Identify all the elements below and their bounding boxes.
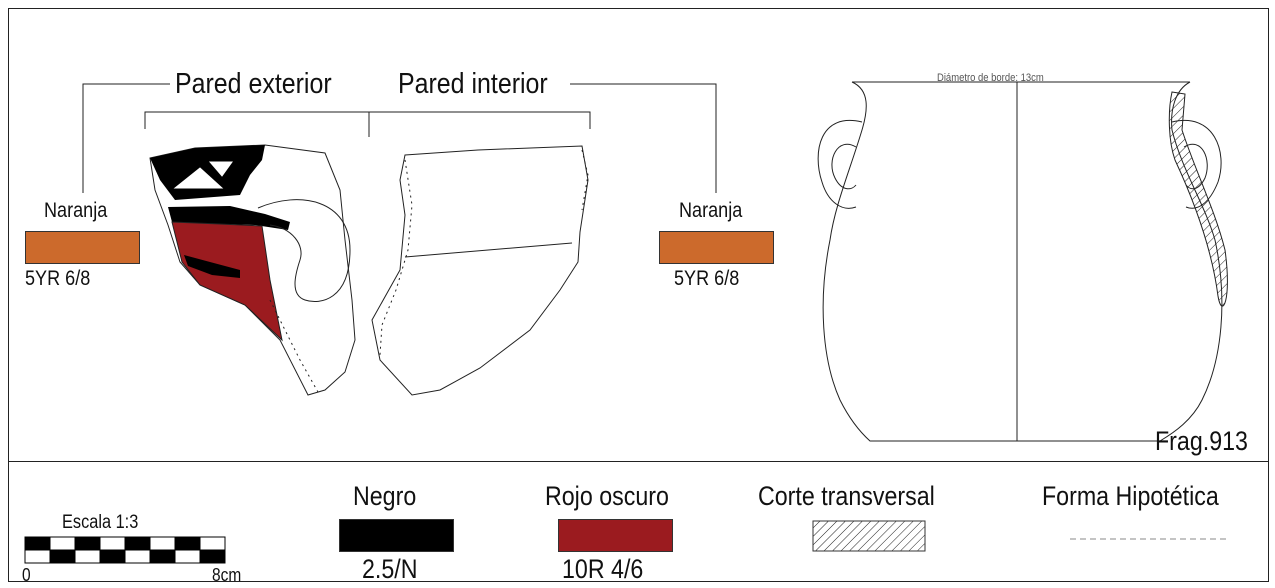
left-color-code: 5YR 6/8: [25, 267, 91, 290]
leader-right: [570, 83, 717, 193]
rojo-label: Rojo oscuro: [545, 481, 669, 511]
right-naranja-swatch: [659, 231, 774, 264]
handle-left: [817, 119, 863, 209]
leader-lines: [82, 83, 717, 193]
scale-bar: [24, 536, 226, 564]
scale-end-label: 8cm: [212, 565, 242, 585]
leader-left: [82, 83, 170, 193]
black-band-mid: [168, 206, 290, 230]
vessel-left-wall: [822, 81, 1160, 442]
exterior-section-edge: [269, 299, 319, 393]
scale-start-label: 0: [22, 565, 31, 585]
rim-diameter-label: Diámetro de borde: 13cm: [937, 72, 1044, 84]
pared-exterior-label: Pared exterior: [175, 68, 332, 100]
right-color-code: 5YR 6/8: [674, 267, 740, 290]
interior-fragment: [371, 145, 589, 396]
black-triangle: [208, 161, 233, 177]
interior-rim-edge: [581, 149, 589, 211]
negro-swatch: [339, 519, 454, 552]
red-field: [171, 221, 283, 342]
pared-interior-label: Pared interior: [398, 68, 548, 100]
exterior-fragment: [149, 144, 356, 396]
black-band-low: [184, 255, 240, 278]
sheet-frame: [8, 8, 1269, 582]
right-color-name: Naranja: [679, 199, 743, 222]
rojo-oscuro-swatch: [558, 519, 673, 552]
left-naranja-swatch: [25, 231, 140, 264]
white-triangle: [173, 167, 224, 189]
fragment-id: Frag.913: [1155, 426, 1248, 456]
interior-joint-line: [404, 242, 573, 258]
corte-swatch: [812, 520, 926, 552]
legend-divider: [8, 461, 1269, 462]
handle-scar: [257, 199, 351, 303]
wall-bracket: [144, 111, 591, 129]
interior-section-edge: [379, 159, 413, 356]
scale-label: Escala 1:3: [62, 512, 139, 533]
cross-section-hatch: [1168, 91, 1228, 307]
negro-label: Negro: [353, 481, 417, 511]
vessel-profile: [817, 81, 1228, 442]
interior-fragment-outline: [371, 145, 589, 396]
negro-code: 2.5/N: [362, 554, 418, 584]
corte-label: Corte transversal: [758, 481, 935, 511]
left-color-name: Naranja: [44, 199, 108, 222]
rojo-code: 10R 4/6: [562, 554, 644, 584]
forma-label: Forma Hipotética: [1042, 481, 1219, 511]
